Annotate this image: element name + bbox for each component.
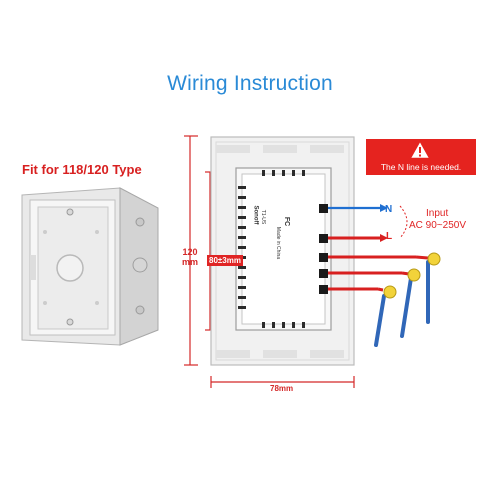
- input-bracket: [399, 205, 408, 239]
- module-model: T1-US: [260, 209, 267, 225]
- terminals: [319, 204, 328, 294]
- warning-banner: The N line is needed.: [366, 139, 476, 175]
- neutral-label: N: [385, 204, 393, 215]
- live-arrow: [380, 234, 388, 242]
- junction-box: [21, 187, 159, 346]
- light-bulbs: [377, 252, 441, 299]
- width-dimension: 78mm: [270, 384, 294, 393]
- height-dimension: 120 mm: [182, 247, 199, 267]
- page-title: Wiring Instruction: [167, 72, 333, 95]
- neutral-wire: [328, 204, 388, 212]
- live-label: L: [386, 231, 393, 242]
- module-origin: Made in China: [275, 226, 282, 260]
- switch-module: [235, 167, 332, 331]
- warning-text: The N line is needed.: [380, 162, 462, 172]
- warning-icon: [410, 141, 430, 159]
- dimension-lines: [184, 135, 355, 388]
- bulb-2: [407, 268, 421, 282]
- module-slots-edges: [262, 170, 305, 328]
- center-dimension: 80±3mm: [207, 255, 243, 266]
- bulb-1: [427, 252, 441, 266]
- live-wires: [328, 236, 416, 291]
- input-label: Input: [426, 208, 449, 219]
- fit-label: Fit for 118/120 Type: [22, 162, 142, 177]
- load-leads: [374, 260, 430, 347]
- input-voltage: AC 90~250V: [409, 220, 466, 231]
- bulb-3: [383, 285, 397, 299]
- module-brand: Sonoff: [252, 205, 259, 225]
- module-cert: FC: [283, 216, 291, 227]
